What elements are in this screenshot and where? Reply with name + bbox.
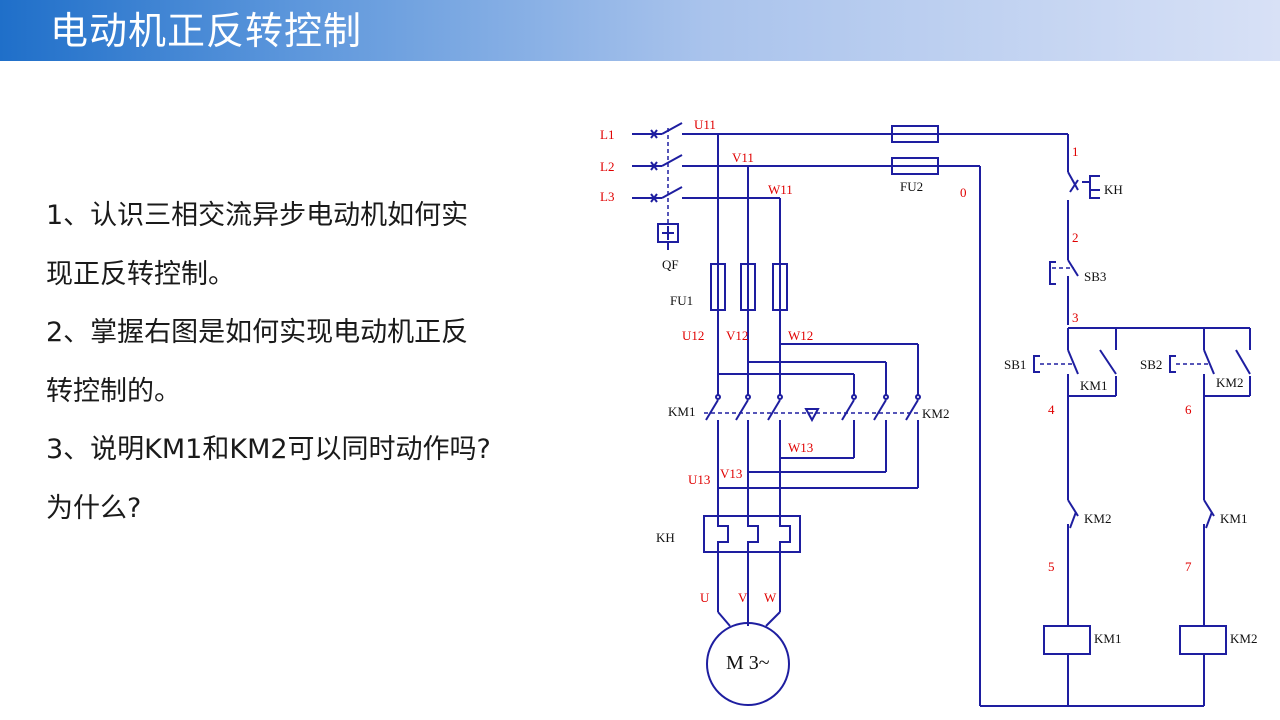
question-line: 转控制的。 [46, 375, 181, 407]
label-sb3: SB3 [1084, 269, 1106, 284]
label-w11: W11 [768, 182, 793, 197]
label-l2: L2 [600, 159, 614, 174]
label-kh-contact: KH [1104, 182, 1123, 197]
label-terminal-v: V [738, 590, 748, 605]
label-terminal-u: U [700, 590, 710, 605]
circuit-labels: L1 L2 L3 QF U11 V11 W11 FU1 FU2 0 U12 V1… [600, 117, 1257, 674]
label-v13: V13 [720, 466, 742, 481]
label-u11: U11 [694, 117, 716, 132]
km2-main-contacts [841, 394, 921, 421]
label-node-3: 3 [1072, 310, 1079, 325]
question-line: 3、说明KM1和KM2可以同时动作吗? [46, 434, 491, 465]
label-node-4: 4 [1048, 402, 1055, 417]
label-sb2: SB2 [1140, 357, 1162, 372]
interlock-triangle [804, 408, 820, 423]
motor-symbol [706, 622, 790, 706]
fu1-fuses [710, 263, 788, 311]
label-terminal-w: W [764, 590, 777, 605]
label-l1: L1 [600, 127, 614, 142]
title-bar: 电动机正反转控制 [0, 0, 1280, 61]
label-node-1: 1 [1072, 144, 1079, 159]
fu2-fuses [891, 125, 939, 175]
label-km2-holding: KM2 [1216, 375, 1243, 390]
label-km1-holding: KM1 [1080, 378, 1107, 393]
label-u13: U13 [688, 472, 710, 487]
label-u12: U12 [682, 328, 704, 343]
label-km1-main: KM1 [668, 404, 695, 419]
label-kh-main: KH [656, 530, 675, 545]
slide-title: 电动机正反转控制 [50, 9, 363, 53]
label-fu1: FU1 [670, 293, 693, 308]
label-fu2: FU2 [900, 179, 923, 194]
label-sb1: SB1 [1004, 357, 1026, 372]
label-w13: W13 [788, 440, 813, 455]
label-km1-interlock: KM1 [1220, 511, 1247, 526]
question-line: 2、掌握右图是如何实现电动机正反 [46, 317, 469, 348]
km1-main-contacts [705, 394, 783, 421]
label-node-0: 0 [960, 185, 967, 200]
label-w12: W12 [788, 328, 813, 343]
question-line: 1、认识三相交流异步电动机如何实 [46, 200, 469, 231]
label-km2-coil: KM2 [1230, 631, 1257, 646]
breaker-trip-marks [650, 129, 658, 203]
question-list: 1、认识三相交流异步电动机如何实 现正反转控制。 2、掌握右图是如何实现电动机正… [46, 187, 566, 538]
label-node-2: 2 [1072, 230, 1079, 245]
label-node-6: 6 [1185, 402, 1192, 417]
question-line: 现正反转控制。 [46, 258, 235, 290]
label-l3: L3 [600, 189, 614, 204]
label-v11: V11 [732, 150, 754, 165]
thermal-relay-heaters [703, 515, 801, 553]
question-line: 为什么? [46, 492, 142, 524]
label-node-5: 5 [1048, 559, 1055, 574]
power-circuit [632, 122, 1068, 706]
label-km1-coil: KM1 [1094, 631, 1121, 646]
label-km2-interlock: KM2 [1084, 511, 1111, 526]
control-circuit [980, 134, 1251, 707]
label-motor: M 3~ [726, 652, 770, 674]
label-km2-main: KM2 [922, 406, 949, 421]
km1-coil [1043, 625, 1091, 655]
label-v12: V12 [726, 328, 748, 343]
label-node-7: 7 [1185, 559, 1192, 574]
km2-coil [1179, 625, 1227, 655]
label-qf: QF [662, 257, 679, 272]
